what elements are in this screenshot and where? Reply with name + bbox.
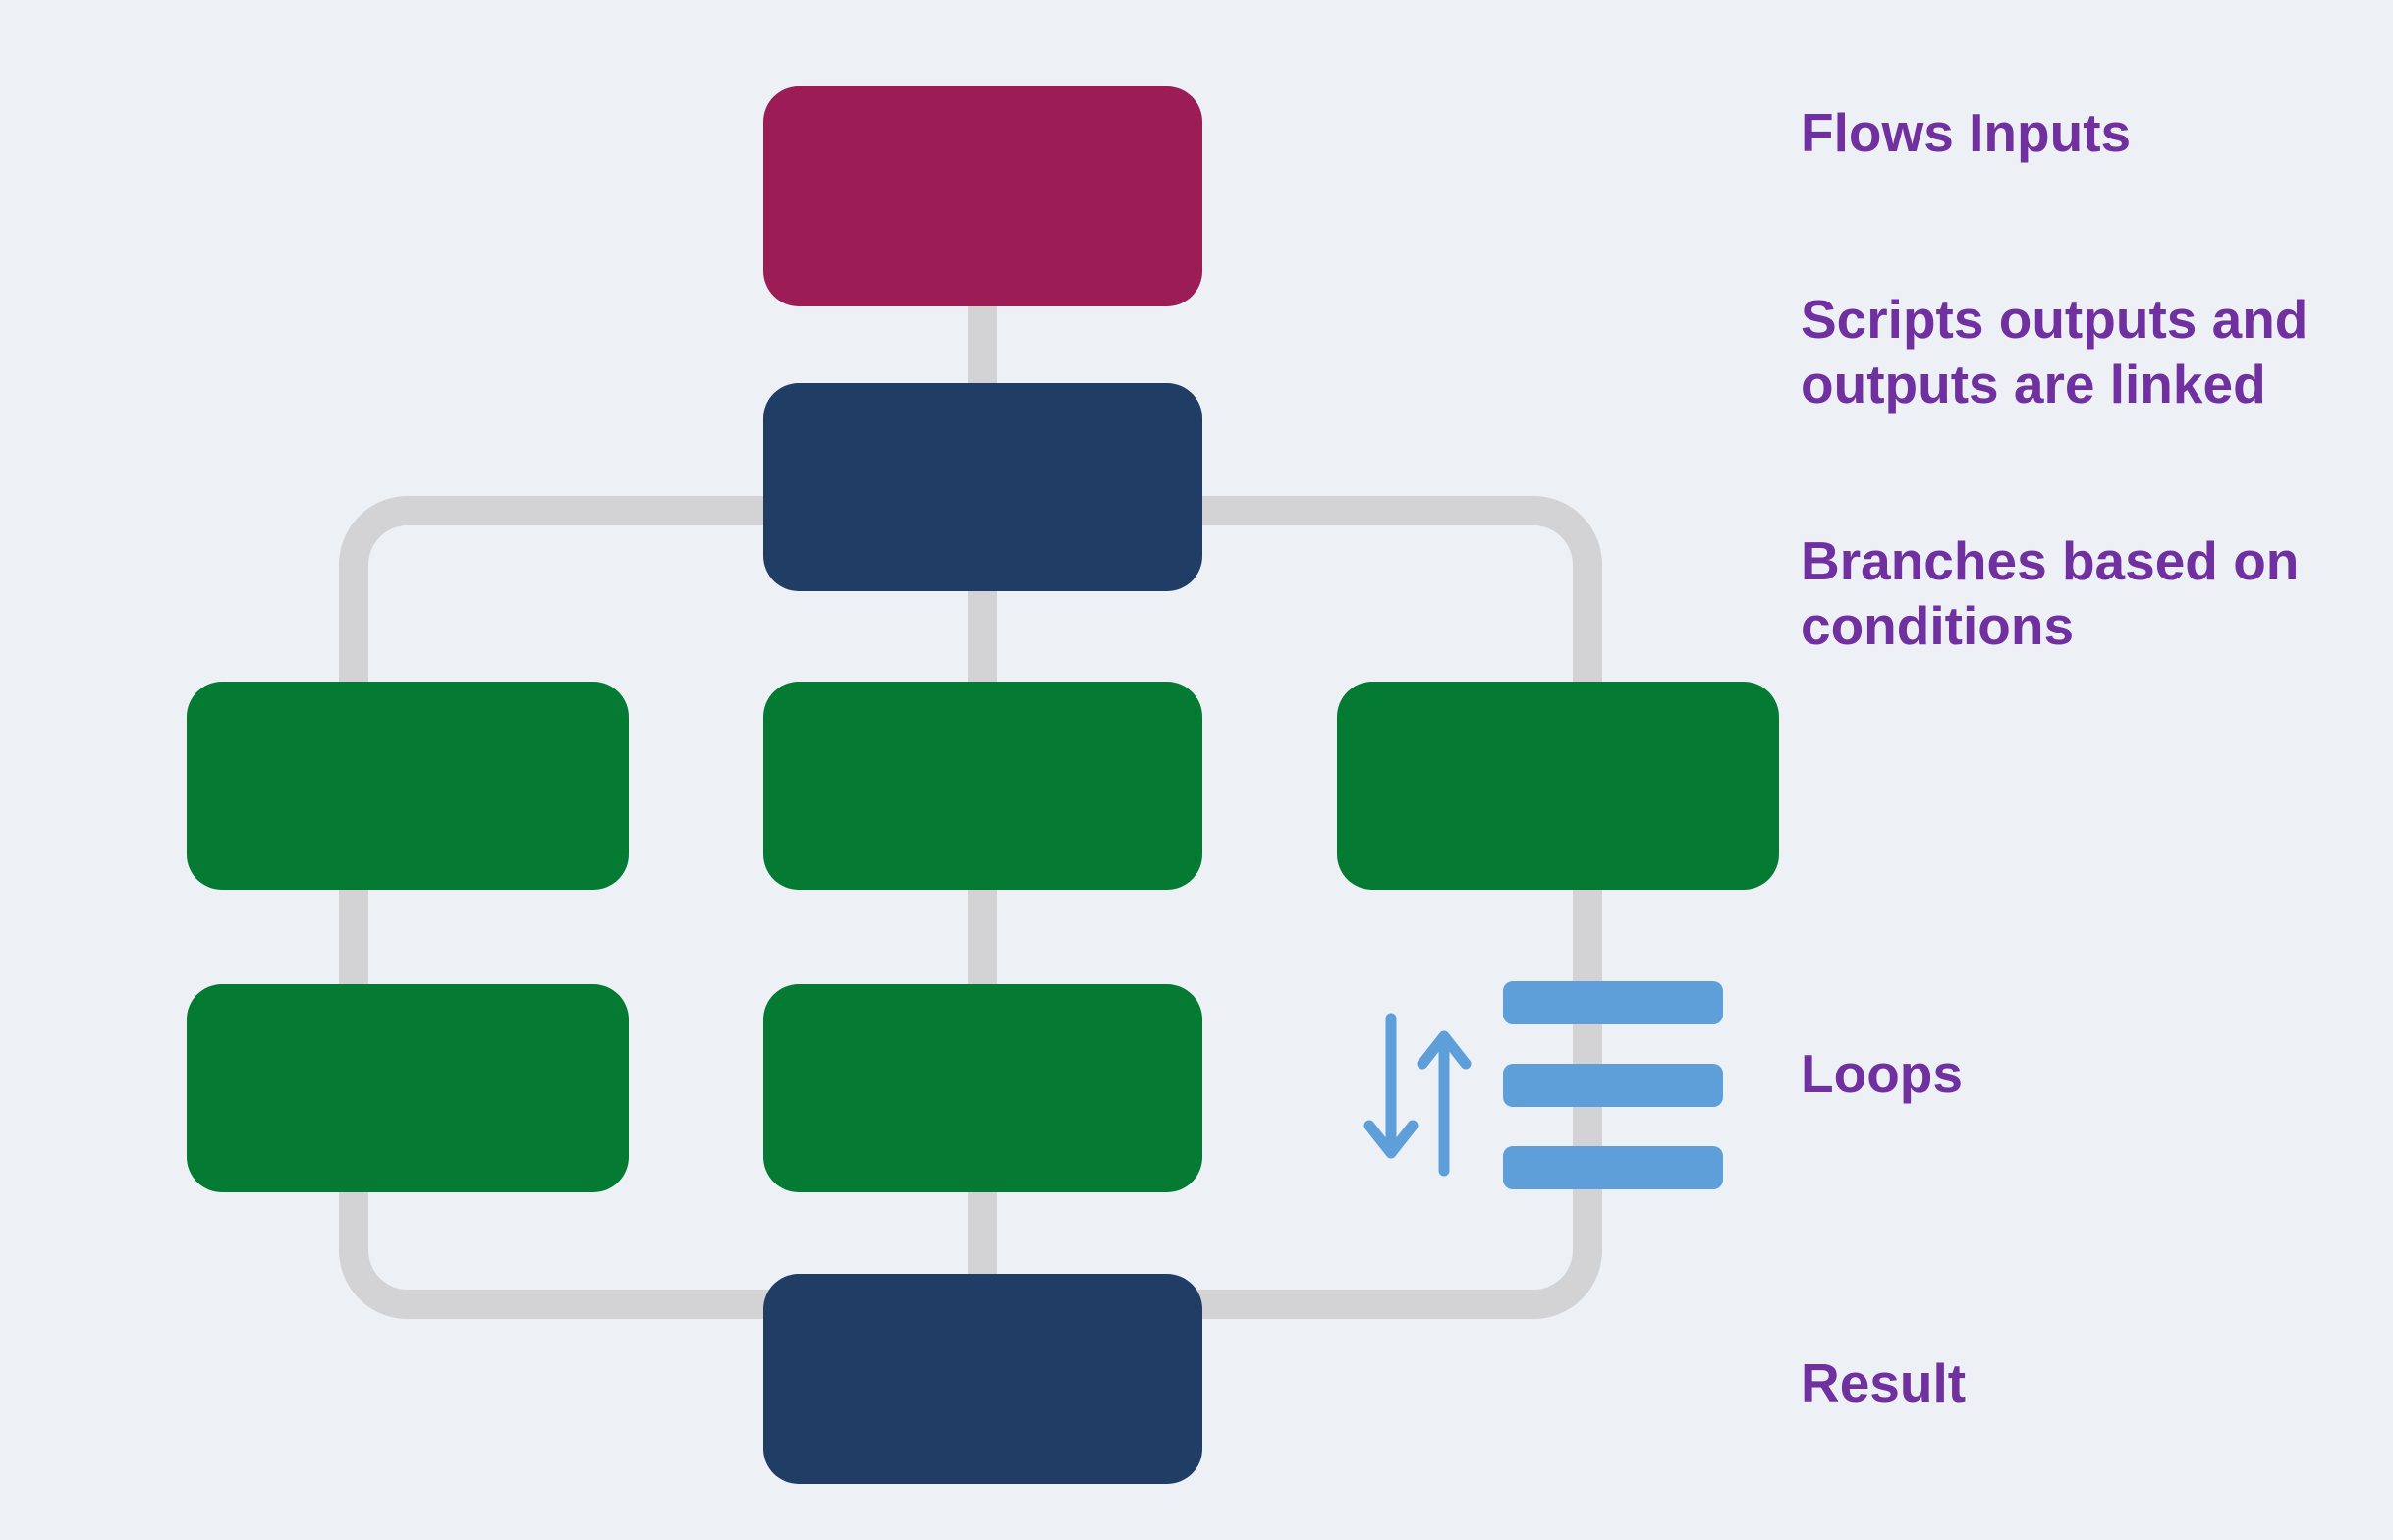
node-branch-left-2 [187,984,629,1192]
label-branches: Branches based on conditions [1801,530,2300,656]
node-branch-center-2 [763,984,1202,1192]
label-result: Result [1801,1352,1967,1413]
loop-bar [1503,1146,1723,1189]
label-flows-inputs: Flows Inputs [1801,102,2132,163]
loop-bars-icon [1503,981,1723,1190]
label-scripts-linked: Scripts outputs and outputs are linked [1801,289,2309,414]
node-branch-left-1 [187,682,629,890]
label-loops: Loops [1801,1043,1963,1104]
node-result [763,1274,1202,1484]
loop-arrows-icon [1363,1013,1472,1177]
loop-bar [1503,1064,1723,1107]
node-branch-right [1337,682,1779,890]
node-branch-center-1 [763,682,1202,890]
node-script-top [763,383,1202,591]
loop-bar [1503,981,1723,1024]
node-flow-input [763,86,1202,306]
